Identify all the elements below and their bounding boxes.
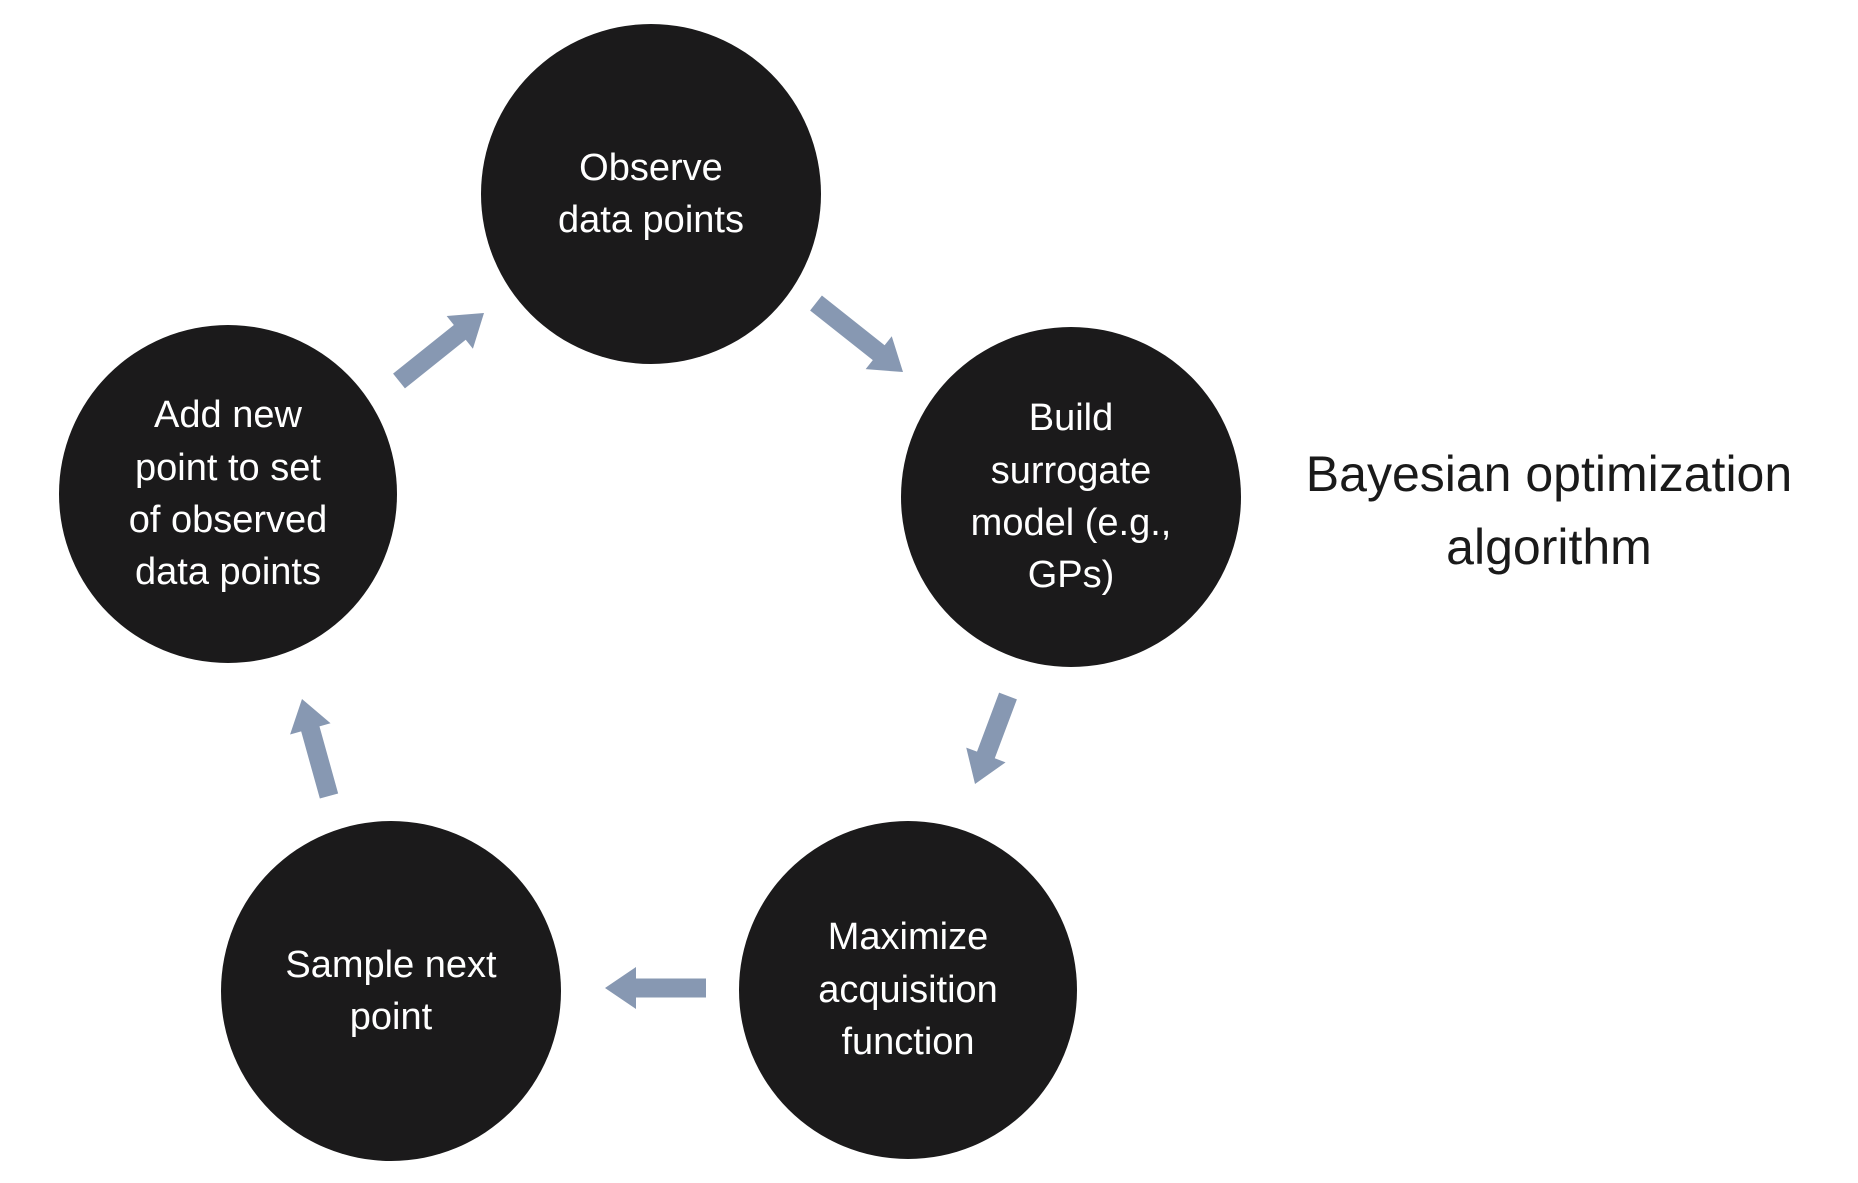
- cycle-arrow-observe-to-build-surrogate: [810, 295, 903, 372]
- cycle-node-observe-label: Observe data points: [558, 146, 744, 241]
- diagram-title: Bayesian optimization algorithm: [1305, 446, 1793, 575]
- cycle-node-sample-next: Sample next point: [221, 821, 561, 1161]
- cycle-arrow-build-surrogate-to-maximize-shape: [966, 692, 1017, 784]
- cycle-arrow-sample-next-to-add-new-point-shape: [290, 699, 339, 799]
- cycle-node-sample-next-label: Sample next point: [285, 943, 497, 1038]
- cycle-arrow-maximize-to-sample-next: [605, 967, 706, 1009]
- cycle-node-observe: Observe data points: [481, 24, 821, 364]
- cycle-node-build-surrogate-label: Build surrogate model (e.g., GPs): [970, 397, 1172, 597]
- cycle-arrow-sample-next-to-add-new-point: [290, 699, 339, 799]
- cycle-node-maximize-acquisition: Maximize acquisition function: [739, 821, 1077, 1159]
- cycle-arrow-add-new-point-to-observe-shape: [393, 313, 484, 389]
- cycle-arrow-add-new-point-to-observe: [393, 313, 484, 389]
- cycle-arrow-observe-to-build-surrogate-shape: [810, 295, 903, 372]
- cycle-node-add-new-point-label: Add new point to set of observed data po…: [128, 394, 328, 594]
- cycle-node-add-new-point: Add new point to set of observed data po…: [59, 325, 397, 663]
- cycle-node-build-surrogate: Build surrogate model (e.g., GPs): [901, 327, 1241, 667]
- cycle-node-maximize-acquisition-label: Maximize acquisition function: [818, 916, 998, 1064]
- cycle-arrow-maximize-to-sample-next-shape: [605, 967, 706, 1009]
- cycle-arrow-build-surrogate-to-maximize: [966, 692, 1017, 784]
